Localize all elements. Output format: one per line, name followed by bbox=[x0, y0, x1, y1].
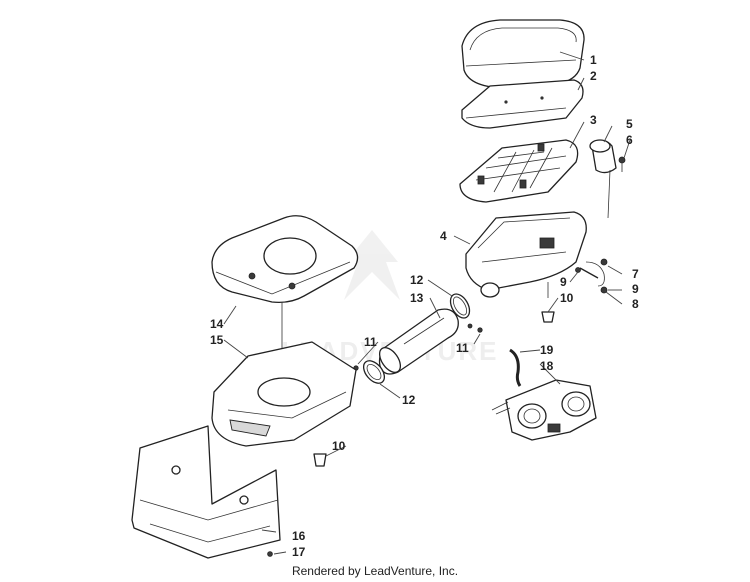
callout-2: 2 bbox=[590, 69, 597, 83]
callout-10: 10 bbox=[332, 439, 346, 453]
callouts: 1 2 3 4 5 6 7 8 9 9 10 10 11 11 12 12 13… bbox=[210, 53, 639, 559]
callout-14: 14 bbox=[210, 317, 224, 331]
filter-cage bbox=[459, 139, 579, 203]
callout-9: 9 bbox=[632, 282, 639, 296]
callout-18: 18 bbox=[540, 359, 554, 373]
callout-13: 13 bbox=[410, 291, 424, 305]
callout-15: 15 bbox=[210, 333, 224, 347]
grommet-10-left bbox=[313, 453, 327, 467]
callout-11: 11 bbox=[456, 341, 469, 355]
screw-11-right bbox=[477, 327, 483, 333]
callout-6: 6 bbox=[626, 133, 633, 147]
callout-16: 16 bbox=[292, 529, 306, 543]
lower-air-box-housing bbox=[211, 341, 357, 447]
screw-17 bbox=[267, 551, 273, 557]
callout-12: 12 bbox=[402, 393, 416, 407]
grommet-10-right bbox=[541, 311, 555, 323]
callout-10: 10 bbox=[560, 291, 574, 305]
clamp-12-upper bbox=[449, 293, 471, 319]
callout-19: 19 bbox=[540, 343, 554, 357]
breather-hose bbox=[575, 258, 608, 294]
intake-duct bbox=[378, 308, 473, 375]
air-box-cover bbox=[461, 19, 585, 89]
air-filter bbox=[461, 79, 584, 129]
callout-11: 11 bbox=[364, 335, 377, 349]
screw-6 bbox=[618, 156, 626, 172]
callout-1: 1 bbox=[590, 53, 597, 67]
callout-4: 4 bbox=[440, 229, 447, 243]
clamp-12-lower bbox=[362, 360, 386, 384]
throttle-body bbox=[491, 379, 597, 441]
footer-credit: Rendered by LeadVenture, Inc. bbox=[291, 564, 459, 578]
callout-3: 3 bbox=[590, 113, 597, 127]
leader-lines bbox=[223, 51, 631, 555]
intake-snorkel bbox=[589, 139, 617, 219]
callout-5: 5 bbox=[626, 117, 633, 131]
vacuum-hose bbox=[509, 348, 522, 387]
callout-9: 9 bbox=[560, 275, 567, 289]
callout-17: 17 bbox=[292, 545, 306, 559]
callout-7: 7 bbox=[632, 267, 639, 281]
air-box-base bbox=[465, 211, 587, 298]
upper-mounting-plate bbox=[211, 215, 359, 396]
callout-8: 8 bbox=[632, 297, 639, 311]
callout-12: 12 bbox=[410, 273, 424, 287]
bracket-shield bbox=[131, 425, 281, 559]
